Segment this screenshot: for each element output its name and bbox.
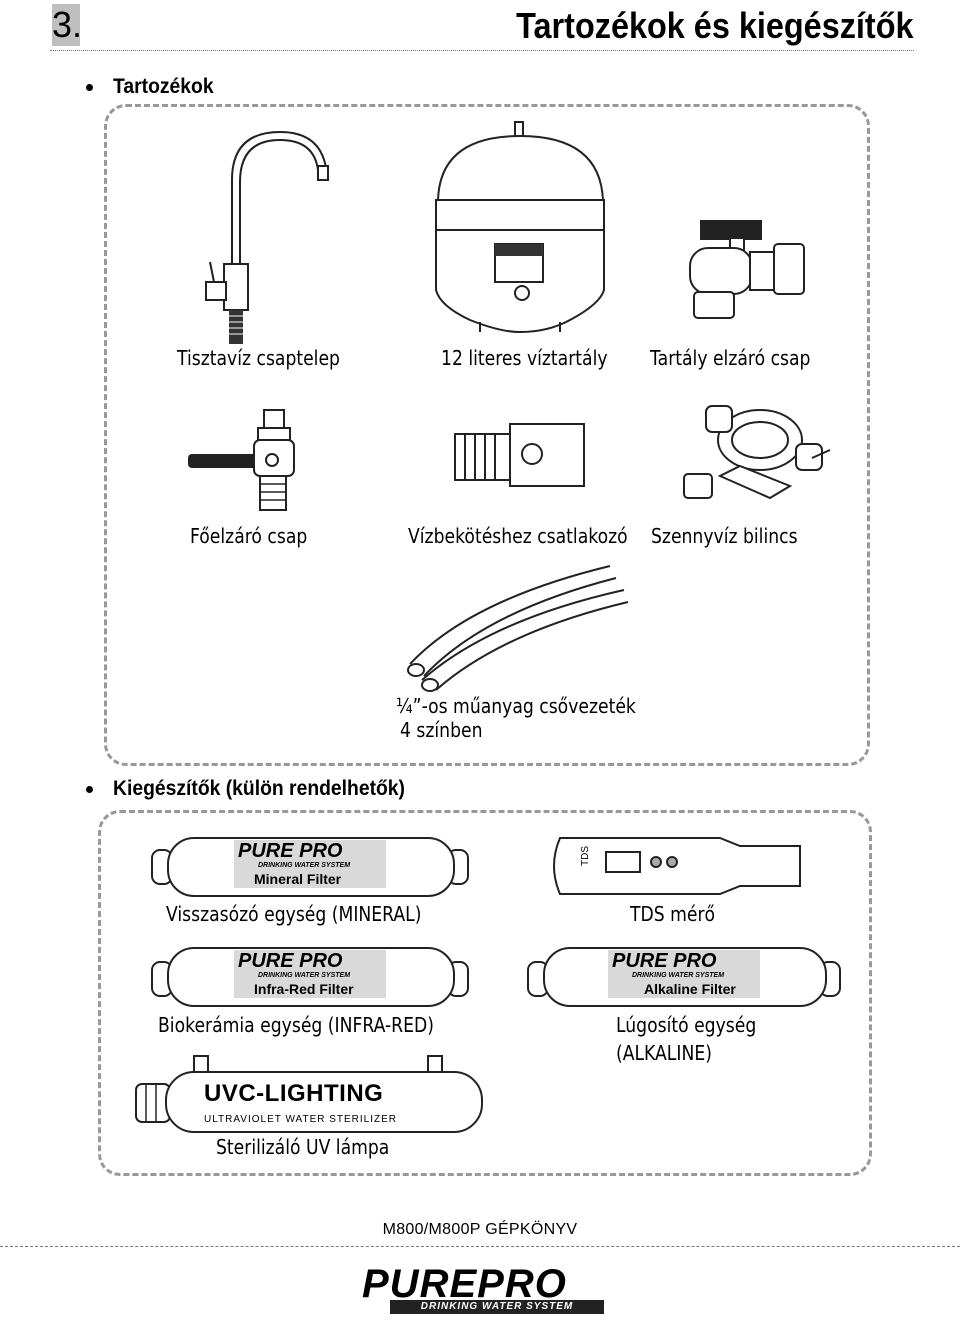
- brand-infrared: PURE PRO: [238, 950, 343, 972]
- header-divider: [50, 50, 914, 51]
- filter-text-alkaline: Alkaline Filter: [644, 981, 736, 997]
- label-mineral: Visszasózó egység (MINERAL): [166, 902, 422, 926]
- label-main-valve: Főelzáró csap: [190, 524, 308, 548]
- label-faucet: Tisztavíz csaptelep: [177, 346, 340, 370]
- label-tank: 12 literes víztartály: [441, 346, 608, 370]
- brand-mineral: PURE PRO: [238, 840, 343, 862]
- accessories-frame: [104, 104, 870, 766]
- extras-frame: [98, 810, 872, 1176]
- label-tubing-line1: ¼”-os műanyag csővezeték: [396, 694, 636, 718]
- page-title: Tartozékok és kiegészítők: [516, 5, 914, 46]
- uv-title: UVC-LIGHTING: [204, 1080, 384, 1107]
- label-tank-valve: Tartály elzáró csap: [650, 346, 811, 370]
- filter-text-infrared: Infra-Red Filter: [254, 981, 354, 997]
- bullet-icon: [86, 786, 93, 793]
- brand-alkaline: PURE PRO: [612, 950, 717, 972]
- label-connector: Vízbekötéshez csatlakozó: [408, 524, 628, 548]
- section-number: 3.: [52, 4, 83, 46]
- label-alkaline-line1: Lúgosító egység: [616, 1013, 757, 1037]
- filter-text-mineral: Mineral Filter: [254, 871, 342, 887]
- label-tds: TDS mérő: [630, 902, 716, 926]
- label-infrared: Biokerámia egység (INFRA-RED): [158, 1013, 434, 1037]
- label-drain-clamp: Szennyvíz bilincs: [651, 524, 798, 548]
- bullet-icon: [86, 84, 93, 91]
- label-uv: Sterilizáló UV lámpa: [216, 1135, 390, 1159]
- tagline-alkaline: DRINKING WATER SYSTEM: [632, 972, 725, 979]
- section-title-extras: Kiegészítők (külön rendelhetők): [113, 777, 405, 800]
- footer-logo: PUREPRO: [362, 1262, 567, 1306]
- uv-subtitle: ULTRAVIOLET WATER STERILIZER: [204, 1114, 398, 1125]
- footer-manual-title: M800/M800P GÉPKÖNYV: [382, 1221, 578, 1238]
- section-title-accessories: Tartozékok: [113, 75, 214, 98]
- footer-logo-tagline: DRINKING WATER SYSTEM: [390, 1300, 604, 1314]
- tagline-infrared: DRINKING WATER SYSTEM: [258, 972, 351, 979]
- tagline-mineral: DRINKING WATER SYSTEM: [258, 862, 351, 869]
- footer-divider: [0, 1246, 960, 1247]
- label-alkaline-line2: (ALKALINE): [616, 1041, 712, 1065]
- label-tubing-line2: 4 színben: [400, 718, 483, 742]
